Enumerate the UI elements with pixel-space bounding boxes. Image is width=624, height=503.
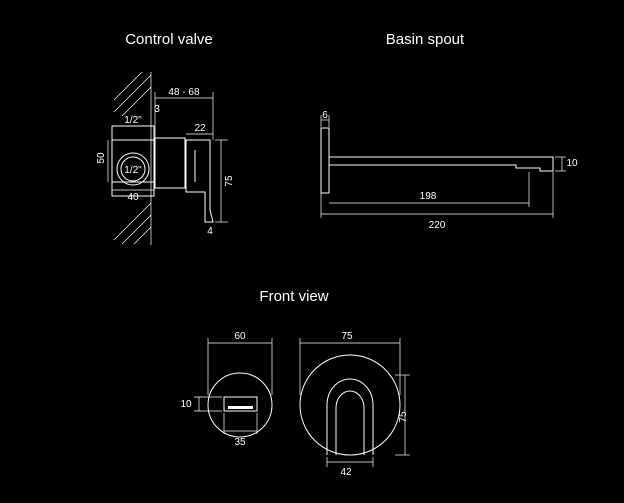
dim-height-75-front: 75 <box>398 411 409 423</box>
inlet-circle <box>116 152 150 186</box>
dim-depth-range: 48 - 68 <box>168 87 200 98</box>
dim-outlet-10: 10 <box>566 158 578 169</box>
spout-outlet <box>223 396 258 412</box>
dim-inlet-top: 1/2" <box>124 115 142 126</box>
dim-inlet-circle: 1/2" <box>124 165 142 176</box>
spout-body <box>329 156 554 172</box>
dim-width-35: 35 <box>234 437 246 448</box>
dim-width-40: 40 <box>127 192 139 203</box>
dim-plate-22: 22 <box>194 123 206 134</box>
dim-height-10: 10 <box>180 399 192 410</box>
front-view-valve: 75 75 42 <box>299 331 410 478</box>
dim-width-60: 60 <box>234 331 246 342</box>
wall-hatching <box>113 71 152 245</box>
valve-body <box>111 125 155 197</box>
front-view-spout: 60 10 35 <box>180 331 273 448</box>
dim-wall-gap: 3 <box>154 104 160 115</box>
title-control-valve: Control valve <box>125 31 213 48</box>
spout-rosette <box>207 372 273 438</box>
valve-lever <box>326 378 374 455</box>
dim-plate-6: 6 <box>322 110 328 121</box>
title-basin-spout: Basin spout <box>386 31 465 48</box>
valve-cover-plate <box>185 139 214 223</box>
dim-plate-4: 4 <box>207 226 213 237</box>
title-front-view: Front view <box>259 288 328 305</box>
spout-wall-plate <box>320 127 330 194</box>
dim-length-198: 198 <box>420 191 437 202</box>
valve-rosette <box>299 354 401 456</box>
basin-spout-side-view: 6 10 198 220 <box>320 110 578 231</box>
dim-width-75: 75 <box>341 331 353 342</box>
dim-length-220: 220 <box>429 220 446 231</box>
valve-sleeve <box>154 137 186 189</box>
control-valve-side-view: 1/2" 1/2" 48 - 68 3 22 75 4 50 40 <box>96 71 235 245</box>
dim-height-50: 50 <box>96 152 107 164</box>
dim-width-42: 42 <box>340 467 352 478</box>
dim-height-75: 75 <box>224 175 235 187</box>
